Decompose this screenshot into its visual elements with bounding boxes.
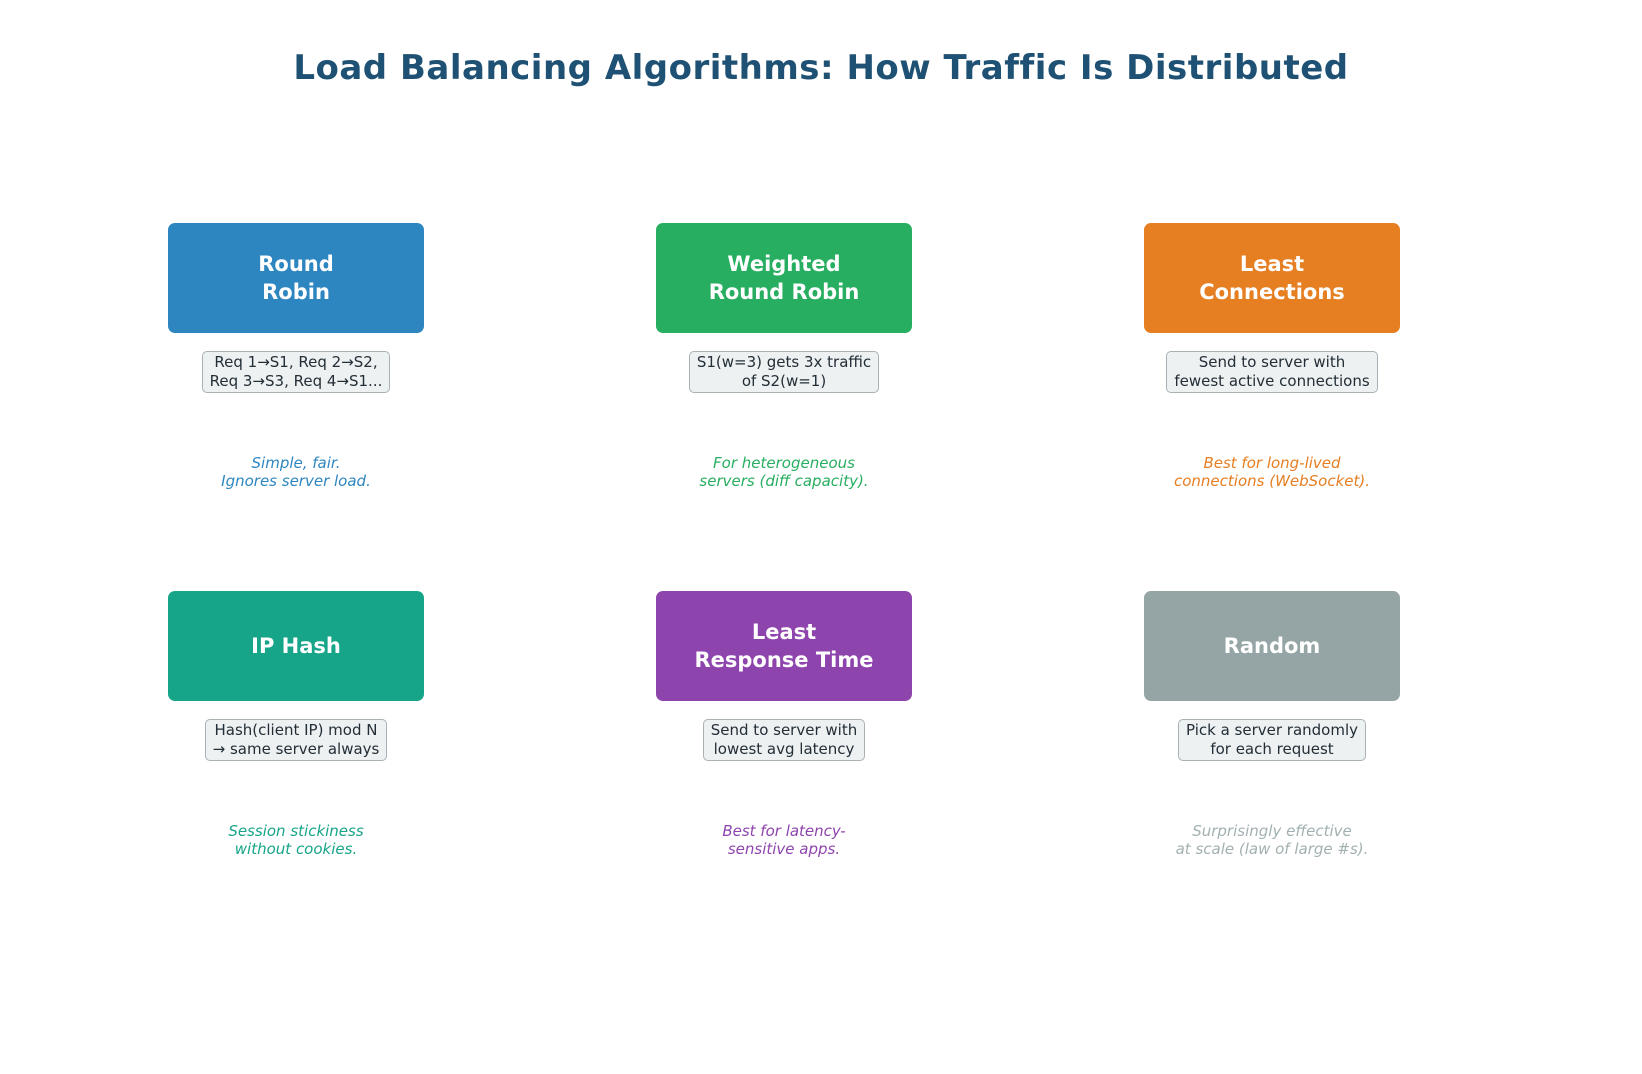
algorithm-ip-hash: IP Hash Hash(client IP) mod N → same ser…	[168, 591, 424, 858]
algorithm-title-line: Random	[1223, 634, 1321, 658]
algorithm-card-least-response-time: Least Response Time	[656, 591, 912, 701]
algorithm-random: Random Pick a server randomly for each r…	[1144, 591, 1400, 858]
note-least-connections: Best for long-lived connections (WebSock…	[1173, 454, 1371, 490]
note-line: Ignores server load.	[221, 471, 371, 490]
note-line: Best for latency-	[722, 822, 846, 840]
algorithm-title-line: IP Hash	[251, 634, 341, 658]
note-line: Simple, fair.	[251, 454, 341, 472]
detail-line: → same server always	[212, 740, 380, 758]
detail-box-weighted-round-robin: S1(w=3) gets 3x traffic of S2(w=1)	[688, 351, 880, 393]
algorithm-card-random: Random	[1144, 591, 1400, 701]
page-title: Load Balancing Algorithms: How Traffic I…	[293, 48, 1349, 88]
note-line: sensitive apps.	[727, 839, 841, 858]
note-round-robin: Simple, fair. Ignores server load.	[221, 454, 371, 490]
note-weighted-round-robin: For heterogeneous servers (diff capacity…	[699, 454, 869, 490]
algorithm-title-line: Least	[1239, 252, 1305, 276]
note-ip-hash: Session stickiness without cookies.	[228, 822, 364, 858]
detail-line: for each request	[1210, 740, 1334, 758]
detail-line: Req 1→S1, Req 2→S2,	[214, 353, 378, 371]
detail-line: Pick a server randomly	[1185, 721, 1359, 739]
detail-box-round-robin: Req 1→S1, Req 2→S2, Req 3→S3, Req 4→S1..…	[201, 351, 391, 393]
note-least-response-time: Best for latency- sensitive apps.	[722, 822, 846, 858]
algorithm-least-connections: Least Connections Send to server with fe…	[1144, 223, 1400, 490]
note-line: Surprisingly effective	[1192, 822, 1352, 840]
detail-line: Hash(client IP) mod N	[214, 721, 378, 739]
algorithm-least-response-time: Least Response Time Send to server with …	[656, 591, 912, 858]
detail-line: Send to server with	[710, 721, 858, 739]
note-random: Surprisingly effective at scale (law of …	[1175, 822, 1369, 858]
algorithm-card-weighted-round-robin: Weighted Round Robin	[656, 223, 912, 333]
note-line: servers (diff capacity).	[699, 471, 869, 490]
detail-line: lowest avg latency	[713, 740, 855, 758]
detail-line: S1(w=3) gets 3x traffic	[696, 353, 872, 371]
detail-box-random: Pick a server randomly for each request	[1177, 719, 1367, 761]
algorithm-title-line: Weighted	[727, 252, 841, 276]
algorithm-title-line: Round Robin	[708, 280, 860, 304]
detail-box-ip-hash: Hash(client IP) mod N → same server alwa…	[204, 719, 388, 761]
algorithm-title-line: Response Time	[694, 648, 874, 672]
algorithm-card-round-robin: Round Robin	[168, 223, 424, 333]
detail-line: fewest active connections	[1174, 372, 1370, 390]
note-line: Best for long-lived	[1203, 454, 1341, 472]
detail-box-least-response-time: Send to server with lowest avg latency	[702, 719, 866, 761]
detail-line: Req 3→S3, Req 4→S1...	[209, 372, 383, 390]
algorithm-title-line: Robin	[262, 280, 330, 304]
note-line: Session stickiness	[228, 822, 364, 840]
note-line: without cookies.	[234, 839, 358, 858]
note-line: connections (WebSocket).	[1173, 471, 1371, 490]
detail-line: Send to server with	[1198, 353, 1346, 371]
detail-line: of S2(w=1)	[741, 372, 827, 390]
algorithm-title-line: Connections	[1199, 280, 1345, 304]
algorithm-title-line: Round	[258, 252, 334, 276]
algorithm-round-robin: Round Robin Req 1→S1, Req 2→S2, Req 3→S3…	[168, 223, 424, 490]
algorithm-card-least-connections: Least Connections	[1144, 223, 1400, 333]
note-line: For heterogeneous	[713, 454, 855, 472]
detail-box-least-connections: Send to server with fewest active connec…	[1166, 351, 1378, 393]
algorithm-title-line: Least	[751, 620, 817, 644]
note-line: at scale (law of large #s).	[1175, 839, 1369, 858]
algorithm-weighted-round-robin: Weighted Round Robin S1(w=3) gets 3x tra…	[656, 223, 912, 490]
algorithm-card-ip-hash: IP Hash	[168, 591, 424, 701]
